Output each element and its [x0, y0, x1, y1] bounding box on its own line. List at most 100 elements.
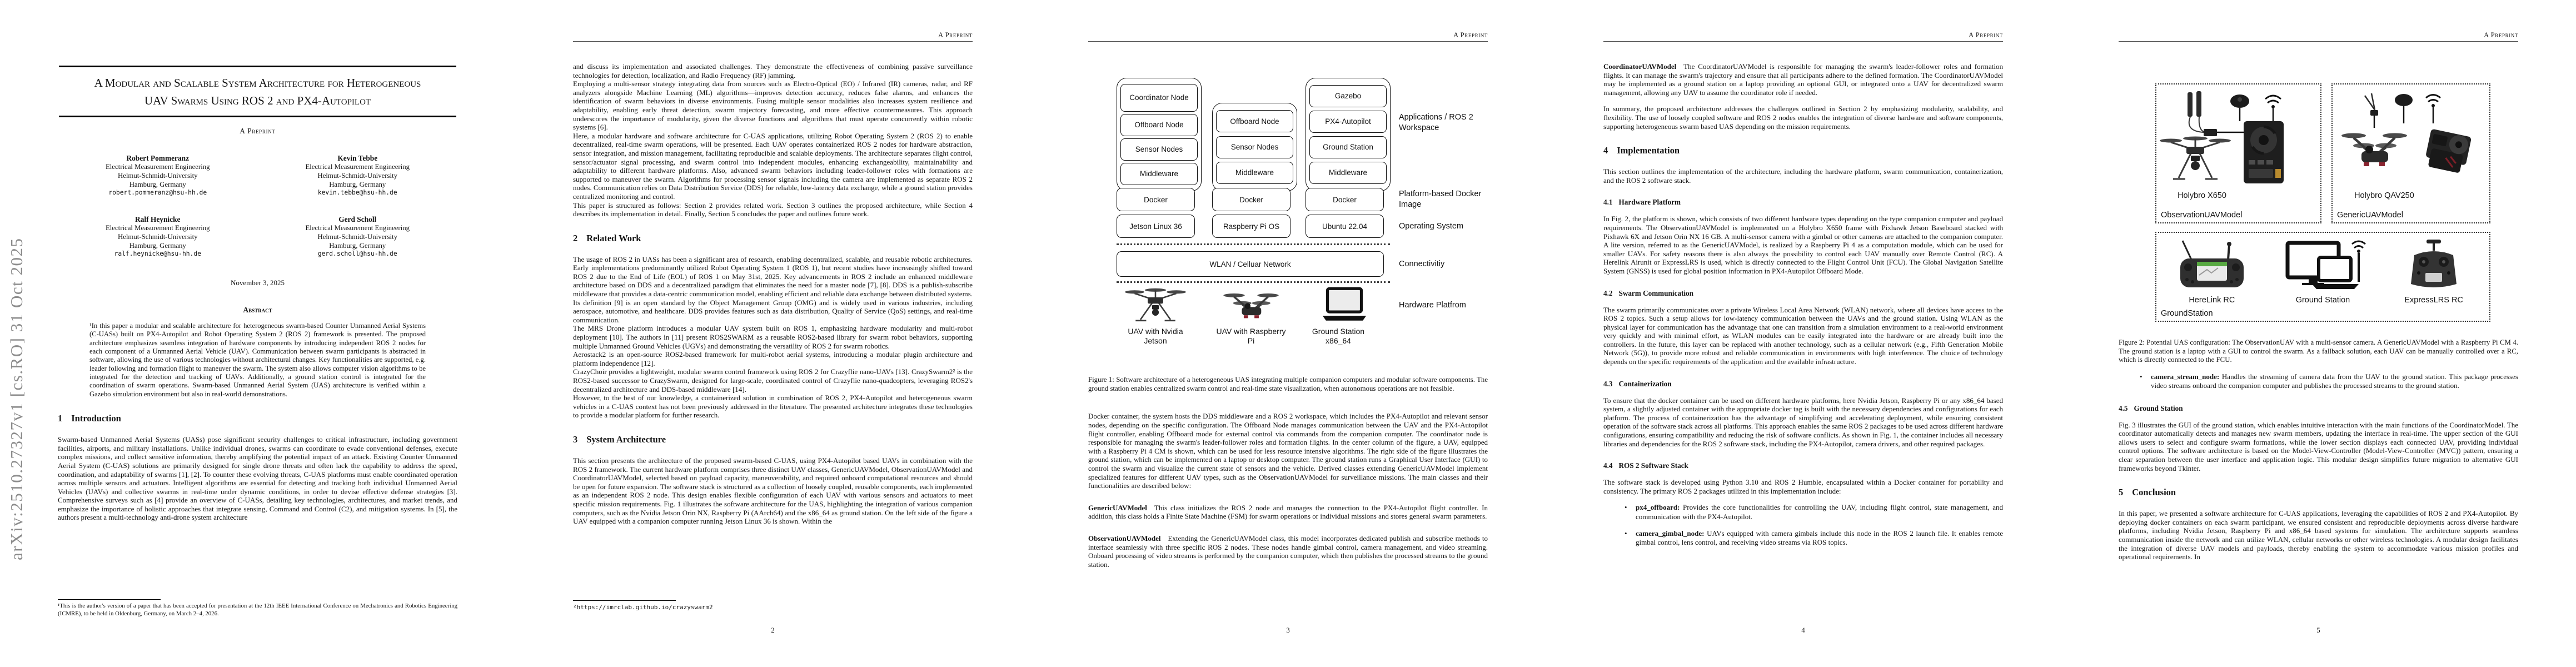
class-term: ObservationUAVModel: [1088, 534, 1161, 542]
paragraph: The usage of ROS 2 in UASs has been a si…: [573, 255, 973, 324]
figure-1-caption: Figure 1: Software architecture of a het…: [1088, 376, 1488, 392]
laptop-icon: [1308, 286, 1381, 323]
footnote: ¹This is the author's version of a paper…: [58, 599, 457, 618]
class-term: GenericUAVModel: [1088, 503, 1147, 512]
network-box: WLAN / Celluar Network: [1117, 251, 1384, 277]
ground-station-box: Ground Station: [1309, 136, 1387, 158]
hardware-caption: ExpressLRS RC: [2404, 296, 2463, 305]
layer-label-hardware: Hardware Platfrom: [1399, 301, 1466, 310]
px4-autopilot-box: PX4-Autopilot: [1309, 111, 1387, 133]
figure-1-architecture-diagram: Coordinator Node Offboard Node Sensor No…: [1088, 78, 1488, 356]
section-4-4-heading: 4.4 ROS 2 Software Stack: [1603, 461, 1688, 470]
page-number: 4: [1801, 626, 1805, 634]
middleware-box: Middleware: [1216, 161, 1293, 184]
herelink-rc-item: HereLink RC: [2165, 238, 2259, 305]
paragraph: The MRS Drone platform introduces a modu…: [573, 324, 973, 350]
author-email: kevin.tebbe@hsu-hh.de: [317, 189, 397, 197]
paragraph: and discuss its implementation and assoc…: [573, 62, 973, 79]
herelink-rc-photo: [2170, 240, 2254, 294]
os-box-raspberry-pi-os: Raspberry Pi OS: [1212, 215, 1291, 238]
model-label: GenericUAVModel: [2336, 211, 2403, 220]
model-label: GroundStation: [2161, 309, 2213, 318]
os-box-ubuntu: Ubuntu 22.04: [1306, 215, 1384, 238]
hardware-caption: Holybro X650: [2178, 191, 2226, 200]
author-block: Ralf Heynicke Electrical Measurement Eng…: [74, 215, 241, 258]
ground-station-box: HereLink RC: [2155, 232, 2490, 322]
middleware-box: Middleware: [1120, 163, 1198, 185]
docker-box: Docker: [1212, 188, 1291, 211]
paragraph: In Fig. 2, the platform is shown, which …: [1603, 215, 2003, 275]
intro-paragraph: Swarm-based Unmanned Aerial Systems (UAS…: [58, 435, 457, 522]
author-email: robert.pommeranz@hsu-hh.de: [108, 189, 207, 197]
class-term: CoordinatorUAVModel: [1603, 62, 1677, 71]
title-rule-bottom: [59, 116, 456, 117]
expresslrs-rc-photo: [2392, 240, 2475, 294]
author-block: Robert Pommeranz Electrical Measurement …: [74, 154, 241, 197]
page-number: 5: [2316, 626, 2320, 634]
abstract-heading: Abstract: [243, 305, 272, 314]
footnote-rule: [58, 599, 161, 600]
section-4-1-heading: 4.1 Hardware Platform: [1603, 198, 1681, 207]
paragraph: The swarm primarily communicates over a …: [1603, 305, 2003, 366]
app-stack-groundstation: Gazebo PX4-Autopilot Ground Station Midd…: [1306, 78, 1391, 191]
hardware-label: Ground Station x86_64: [1312, 327, 1365, 346]
author-block: Gerd Scholl Electrical Measurement Engin…: [274, 215, 441, 258]
section-2-heading: 2 Related Work: [573, 232, 641, 243]
footnote: ²https://imrclab.github.io/crazyswarm2: [573, 600, 973, 611]
author-email: gerd.scholl@hsu-hh.de: [317, 250, 397, 258]
layer-label-connectivity: Connectivitiy: [1399, 260, 1445, 268]
offboard-node-box: Offboard Node: [1216, 110, 1293, 133]
hardware-label: UAV with Nvidia Jetson: [1128, 327, 1183, 346]
sensor-nodes-box: Sensor Nodes: [1216, 136, 1293, 158]
offboard-node-box: Offboard Node: [1120, 114, 1198, 136]
paragraph: Docker container, the system hosts the D…: [1088, 412, 1488, 490]
section-3-heading: 3 System Architecture: [573, 434, 666, 445]
bullet-icon: •: [1625, 503, 1627, 512]
os-box-jetson-linux: Jetson Linux 36: [1117, 215, 1195, 238]
title-rule-top: [59, 66, 456, 67]
bullet-icon: •: [2140, 372, 2142, 381]
abstract-text: ¹In this paper a modular and scalable ar…: [89, 321, 426, 398]
author-email: ralf.heynicke@hsu-hh.de: [114, 250, 201, 258]
paragraph: However, to the best of our knowledge, a…: [573, 394, 973, 420]
paper-date: November 3, 2025: [230, 278, 285, 287]
paragraph: This section outlines the implementation…: [1603, 167, 2003, 185]
layer-label-applications: Applications / ROS 2 Workspace: [1399, 113, 1473, 132]
author-row-1: Robert Pommeranz Electrical Measurement …: [58, 154, 457, 197]
gazebo-box: Gazebo: [1309, 85, 1387, 107]
hardware-caption: Ground Station: [2295, 296, 2350, 305]
running-header: A Preprint: [573, 31, 973, 42]
section-4-2-heading: 4.2 Swarm Communication: [1603, 288, 1693, 297]
ground-station-item: Ground Station: [2275, 238, 2370, 305]
preprint-label: A Preprint: [240, 127, 276, 135]
page-5: A Preprint: [2061, 0, 2576, 667]
uav-raspberry-pi-photo: [1214, 286, 1288, 323]
figure-2-caption: Figure 2: Potential UAS configuration: T…: [2119, 339, 2518, 364]
section-4-5-heading: 4.5 Ground Station: [2119, 404, 2183, 412]
hardware-label: UAV with Raspberry Pi: [1216, 327, 1286, 346]
bullet-icon: •: [1625, 529, 1627, 537]
paragraph: Fig. 3 illustrates the GUI of the ground…: [2119, 420, 2518, 472]
holybro-x650-photo: [2156, 91, 2319, 195]
paper-title: A Modular and Scalable System Architectu…: [94, 76, 421, 107]
docker-box: Docker: [1117, 188, 1195, 211]
uav-nvidia-jetson-photo: [1119, 286, 1192, 323]
hardware-caption: HereLink RC: [2189, 296, 2235, 305]
arxiv-watermark: arXiv:2510.27327v1 [cs.RO] 31 Oct 2025: [7, 237, 26, 561]
section-4-heading: 4 Implementation: [1603, 145, 1680, 156]
hardware-caption: Holybro QAV250: [2354, 191, 2414, 200]
ground-station-icon: [2275, 240, 2370, 294]
paragraph: To ensure that the docker container can …: [1603, 396, 2003, 448]
observation-uav-model-box: Holybro X650 ObservationUAVModel: [2155, 83, 2321, 223]
page-number: 3: [1286, 626, 1290, 634]
paragraph: The software stack is developed using Py…: [1603, 478, 2003, 495]
bullet-px4-offboard: • px4_offboardProvides the core function…: [1625, 503, 2003, 521]
layer-separator: [1117, 281, 1390, 283]
paragraph: This paper is structured as follows: Sec…: [573, 201, 973, 218]
section-1-heading: 1 Introduction: [58, 413, 121, 424]
running-header: A Preprint: [1088, 31, 1488, 42]
